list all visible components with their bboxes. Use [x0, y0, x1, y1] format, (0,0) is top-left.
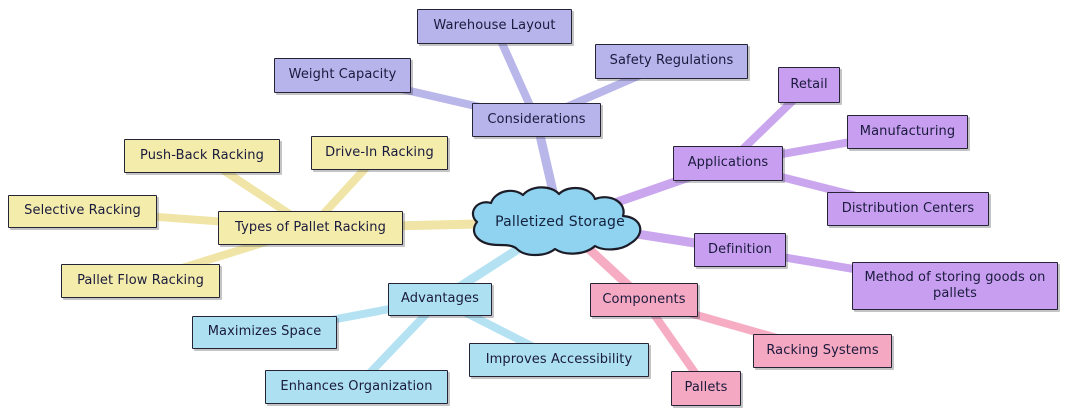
branch-node-types[interactable]: Types of Pallet Racking	[218, 211, 403, 245]
branch-node-applications[interactable]: Applications	[673, 146, 783, 181]
leaf-node-racking-label: Racking Systems	[766, 342, 879, 358]
leaf-node-organizes-label: Enhances Organization	[280, 378, 433, 394]
leaf-node-organizes[interactable]: Enhances Organization	[265, 370, 448, 404]
leaf-node-drivein-label: Drive-In Racking	[325, 144, 434, 160]
leaf-node-retail[interactable]: Retail	[778, 67, 840, 103]
leaf-node-pushback[interactable]: Push-Back Racking	[124, 139, 280, 173]
leaf-node-selective-label: Selective Racking	[24, 203, 141, 219]
leaf-node-drivein[interactable]: Drive-In Racking	[311, 136, 448, 170]
leaf-node-manufacturing[interactable]: Manufacturing	[847, 115, 968, 149]
leaf-node-access[interactable]: Improves Accessibility	[469, 343, 649, 377]
leaf-node-safety-label: Safety Regulations	[609, 53, 734, 69]
branch-node-components[interactable]: Components	[590, 283, 698, 317]
leaf-node-warehouse[interactable]: Warehouse Layout	[417, 9, 572, 44]
leaf-node-method[interactable]: Method of storing goods on pallets	[852, 262, 1058, 310]
branch-node-considerations-label: Considerations	[487, 111, 586, 127]
root-node-label: Palletized Storage	[495, 214, 625, 230]
leaf-node-maximizes-label: Maximizes Space	[207, 324, 322, 340]
branch-node-advantages-label: Advantages	[401, 291, 479, 307]
leaf-node-distribution[interactable]: Distribution Centers	[827, 192, 989, 226]
cloud-shape-icon	[471, 186, 642, 257]
leaf-node-palletflow-label: Pallet Flow Racking	[77, 272, 204, 288]
branch-node-definition[interactable]: Definition	[694, 233, 786, 267]
root-node-palletized-storage[interactable]: Palletized Storage	[455, 183, 665, 261]
leaf-node-weight-label: Weight Capacity	[288, 67, 397, 83]
leaf-node-distribution-label: Distribution Centers	[841, 200, 975, 216]
leaf-node-manufacturing-label: Manufacturing	[859, 123, 956, 139]
branch-node-considerations[interactable]: Considerations	[472, 103, 601, 137]
leaf-node-safety[interactable]: Safety Regulations	[595, 44, 748, 79]
branch-node-definition-label: Definition	[708, 241, 772, 257]
leaf-node-retail-label: Retail	[790, 76, 828, 92]
leaf-node-weight[interactable]: Weight Capacity	[274, 58, 411, 93]
leaf-node-racking[interactable]: Racking Systems	[753, 334, 892, 368]
leaf-node-pallets[interactable]: Pallets	[671, 371, 741, 406]
leaf-node-palletflow[interactable]: Pallet Flow Racking	[61, 264, 220, 298]
branch-node-types-label: Types of Pallet Racking	[235, 219, 386, 235]
leaf-node-method-label: Method of storing goods on pallets	[864, 269, 1046, 301]
leaf-node-warehouse-label: Warehouse Layout	[433, 18, 556, 34]
branch-node-advantages[interactable]: Advantages	[388, 283, 492, 316]
leaf-node-pushback-label: Push-Back Racking	[140, 147, 264, 163]
leaf-node-maximizes[interactable]: Maximizes Space	[192, 316, 337, 349]
leaf-node-pallets-label: Pallets	[684, 380, 728, 396]
leaf-node-access-label: Improves Accessibility	[485, 351, 633, 367]
branch-node-components-label: Components	[602, 291, 686, 307]
branch-node-applications-label: Applications	[687, 155, 769, 171]
leaf-node-selective[interactable]: Selective Racking	[8, 195, 157, 228]
